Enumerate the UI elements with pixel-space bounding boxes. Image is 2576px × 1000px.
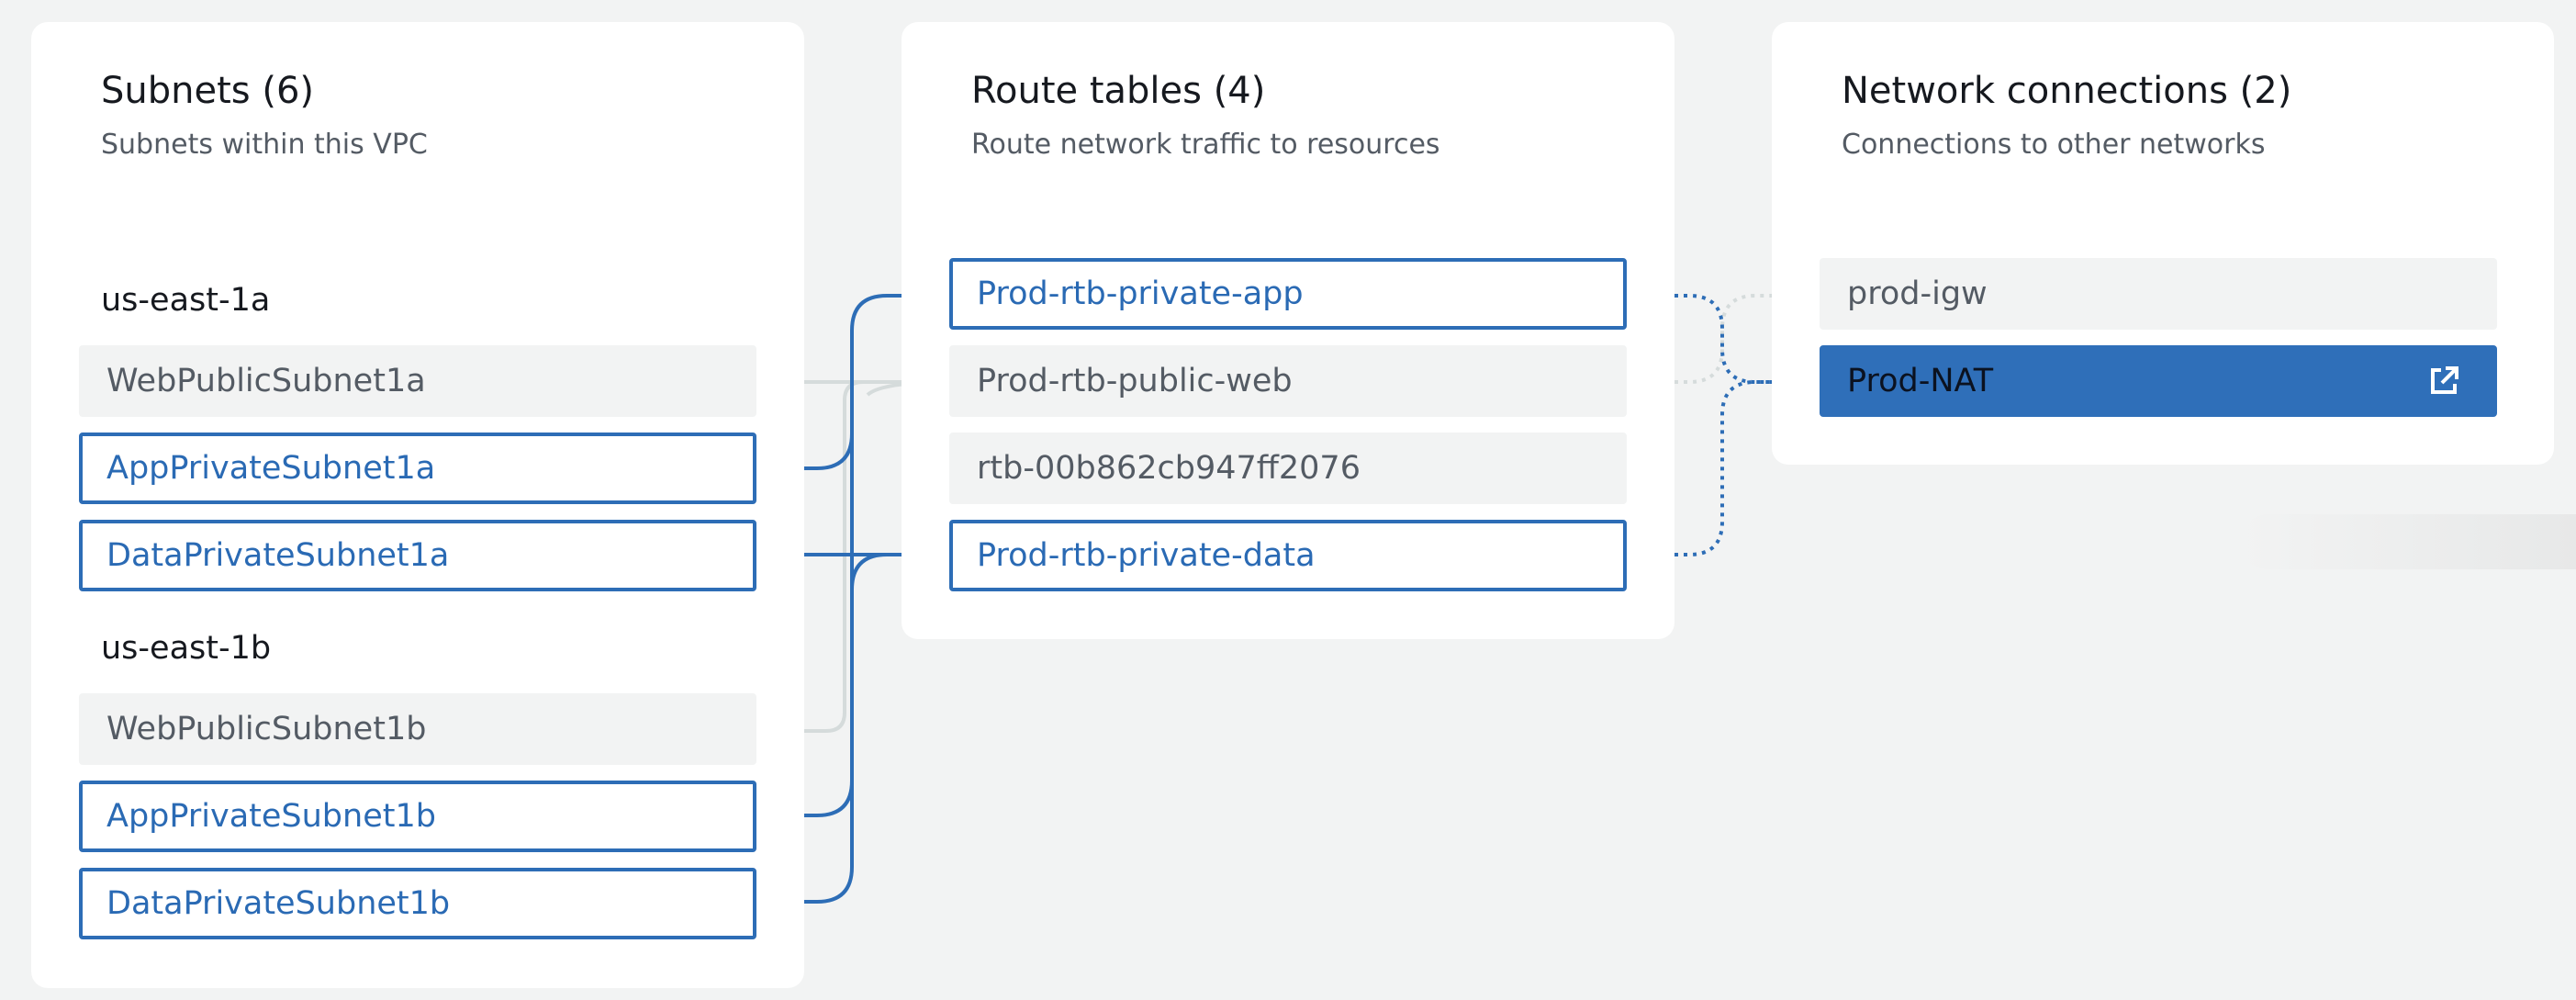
network-connection-item[interactable]: prod-igw <box>1820 258 2497 330</box>
route-tables-panel-title: Route tables (4) <box>971 70 1266 112</box>
background-shadow <box>2240 514 2576 569</box>
route-tables-panel-subtitle: Route network traffic to resources <box>971 129 1440 161</box>
network-connections-panel-subtitle: Connections to other networks <box>1842 129 2266 161</box>
network-connection-item-active[interactable]: Prod-NAT <box>1820 345 2497 417</box>
subnet-item[interactable]: WebPublicSubnet1a <box>79 345 756 417</box>
az-group-label: us-east-1a <box>101 282 271 319</box>
subnet-item[interactable]: AppPrivateSubnet1a <box>79 433 756 504</box>
subnet-item[interactable]: WebPublicSubnet1b <box>79 693 756 765</box>
subnet-item[interactable]: DataPrivateSubnet1a <box>79 520 756 591</box>
route-table-item[interactable]: Prod-rtb-private-app <box>949 258 1627 330</box>
route-table-item[interactable]: rtb-00b862cb947ff2076 <box>949 433 1627 504</box>
subnet-item[interactable]: AppPrivateSubnet1b <box>79 781 756 852</box>
external-link-icon[interactable] <box>2427 365 2460 398</box>
subnet-item[interactable]: DataPrivateSubnet1b <box>79 868 756 939</box>
route-table-item[interactable]: Prod-rtb-public-web <box>949 345 1627 417</box>
network-connections-panel-title: Network connections (2) <box>1842 70 2292 112</box>
subnets-panel-title: Subnets (6) <box>101 70 314 112</box>
az-group-label: us-east-1b <box>101 630 272 667</box>
subnets-panel-subtitle: Subnets within this VPC <box>101 129 428 161</box>
network-connection-label: Prod-NAT <box>1847 363 1994 399</box>
route-table-item[interactable]: Prod-rtb-private-data <box>949 520 1627 591</box>
